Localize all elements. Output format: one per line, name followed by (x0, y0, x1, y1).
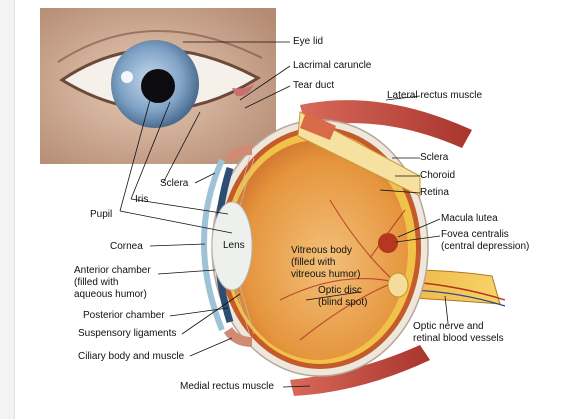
cornea (201, 158, 225, 332)
label-suspensory-ligaments: Suspensory ligaments (78, 328, 177, 339)
suspensory-ligaments (235, 155, 255, 337)
label-tear-duct: Tear duct (293, 80, 335, 91)
label-lens: Lens (223, 240, 245, 251)
optic-disc (387, 272, 409, 298)
lens (211, 201, 253, 291)
retinal-vessels (279, 199, 406, 341)
pupil-photo (141, 69, 175, 103)
label-lateral-rectus-muscle: Lateral rectus muscle (387, 90, 483, 101)
label-vitreous-body: Vitreous body (filled with vitreous humo… (291, 245, 361, 280)
lateral-rectus-muscle (300, 100, 472, 148)
medial-rectus-muscle (290, 345, 430, 396)
ciliary-body-top (224, 145, 253, 164)
label-pupil: Pupil (90, 209, 113, 220)
label-ciliary-body: Ciliary body and muscle (78, 351, 185, 362)
label-iris: Iris (135, 194, 149, 205)
label-posterior-chamber: Posterior chamber (83, 310, 165, 321)
leader-lines (119, 41, 449, 388)
label-sclera-left: Sclera (160, 178, 189, 189)
label-lacrimal-caruncle: Lacrimal caruncle (293, 60, 372, 71)
label-eye-lid: Eye lid (293, 36, 324, 47)
label-anterior-chamber: Anterior chamber (filled with aqueous hu… (74, 265, 151, 300)
eye-photo (40, 8, 276, 164)
label-optic-disc: Optic disc (blind spot) (318, 285, 368, 308)
ciliary-body-bottom (223, 327, 253, 347)
label-medial-rectus-muscle: Medial rectus muscle (180, 381, 274, 392)
label-retina: Retina (420, 187, 449, 198)
label-fovea-centralis: Fovea centralis (central depression) (441, 229, 530, 252)
label-macula-lutea: Macula lutea (441, 213, 498, 224)
vitreous-body (228, 140, 408, 360)
macula-lutea (378, 233, 398, 253)
page-margin (0, 0, 15, 419)
lacrimal-caruncle-photo (232, 84, 254, 97)
label-choroid: Choroid (420, 170, 456, 181)
label-optic-nerve: Optic nerve and retinal blood vessels (413, 321, 504, 344)
label-sclera-right: Sclera (420, 152, 449, 163)
label-cornea: Cornea (110, 241, 143, 252)
